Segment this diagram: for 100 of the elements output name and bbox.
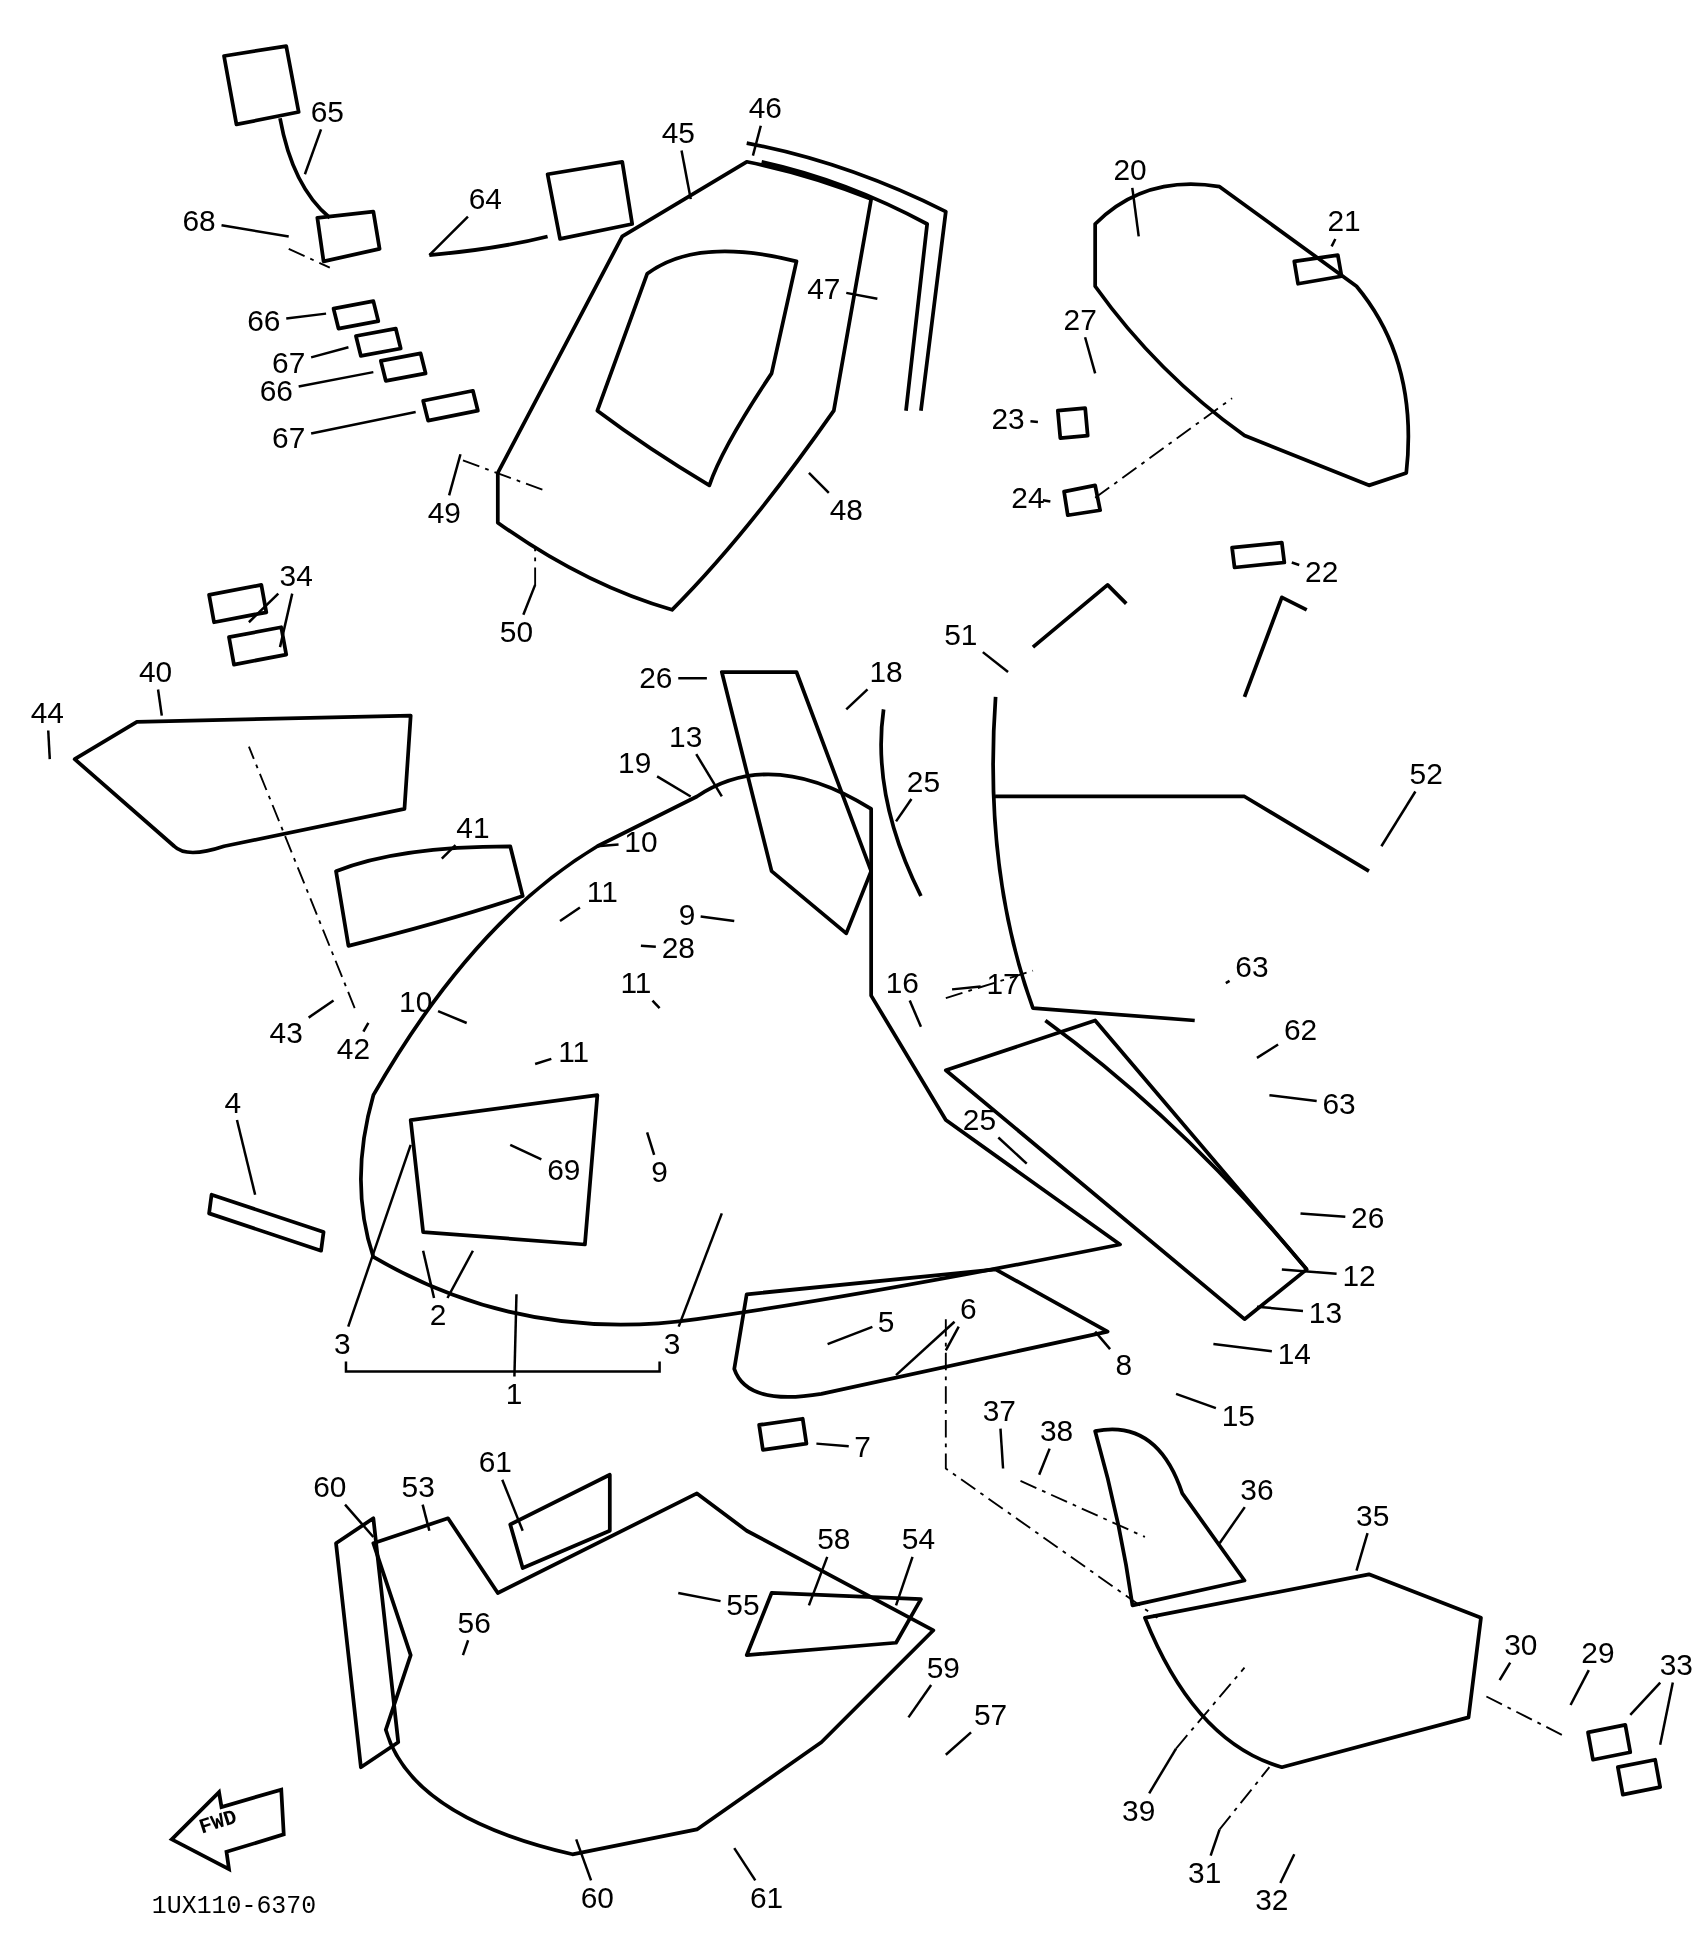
- callout-number: 69: [547, 1154, 581, 1185]
- callout-number: 58: [817, 1524, 851, 1555]
- leader-line: [1569, 1669, 1590, 1706]
- leader-line: [997, 1136, 1028, 1165]
- leader-line: [1148, 1747, 1178, 1794]
- callout-number: 55: [726, 1590, 760, 1621]
- leader-line: [846, 291, 878, 300]
- leader-line: [1380, 790, 1417, 847]
- leader-line: [446, 1250, 474, 1299]
- callout-number: 3: [663, 1329, 681, 1359]
- leader-line: [575, 1838, 593, 1881]
- leader-line: [344, 1503, 375, 1538]
- callout-number: 35: [1356, 1500, 1390, 1531]
- callout-number: 3: [333, 1329, 351, 1359]
- callout-number: 26: [1351, 1203, 1385, 1234]
- leader-line: [437, 1009, 468, 1025]
- leader-line: [951, 985, 981, 991]
- leader-line: [695, 753, 723, 798]
- leader-line: [1256, 1043, 1279, 1059]
- callout-number: 11: [586, 877, 618, 908]
- leader-line: [982, 651, 1009, 673]
- callout-number: 49: [427, 497, 461, 528]
- callout-number: 60: [580, 1882, 614, 1913]
- leader-line: [807, 1556, 829, 1606]
- callout-number: 16: [885, 968, 919, 999]
- callout-number: 5: [877, 1306, 895, 1337]
- callout-number: 63: [1322, 1088, 1356, 1119]
- callout-number: 12: [1342, 1260, 1376, 1291]
- callout-number: 63: [1235, 952, 1269, 982]
- leader-line: [816, 1442, 849, 1448]
- leader-line: [47, 730, 52, 760]
- direction-label: FWD: [196, 1806, 240, 1839]
- leader-line: [235, 1119, 257, 1195]
- callout-number: 4: [224, 1087, 242, 1118]
- leader-line: [1629, 1681, 1662, 1716]
- leader-line: [645, 1132, 656, 1156]
- leader-line: [1269, 1093, 1317, 1103]
- callout-number: 29: [1581, 1637, 1615, 1668]
- leader-line: [1083, 336, 1097, 374]
- leader-line: [678, 677, 707, 680]
- leader-line: [1498, 1662, 1512, 1681]
- callout-number: 57: [974, 1700, 1008, 1730]
- leader-line: [1300, 1212, 1346, 1218]
- leader-line: [894, 1556, 914, 1606]
- callout-number: 2: [429, 1300, 447, 1331]
- leader-line: [733, 1847, 757, 1882]
- callout-number: 45: [661, 118, 695, 149]
- callout-number: 18: [869, 657, 903, 687]
- callout-number: 24: [1011, 482, 1045, 513]
- leader-line: [999, 1428, 1005, 1469]
- leader-line: [640, 944, 656, 949]
- callout-number: 17: [986, 969, 1020, 1000]
- callout-number: 41: [456, 812, 490, 843]
- callout-number: 15: [1221, 1401, 1255, 1432]
- leader-line: [286, 312, 327, 320]
- leader-line: [1355, 1532, 1369, 1571]
- leader-line: [310, 410, 416, 435]
- leader-line: [421, 1504, 431, 1532]
- callout-number: 51: [944, 619, 978, 650]
- leader-line: [156, 689, 164, 716]
- callout-number: 54: [901, 1524, 936, 1555]
- callout-number: 61: [750, 1882, 784, 1913]
- leader-line: [677, 1212, 723, 1328]
- leader-line: [1330, 238, 1337, 247]
- callout-number: 42: [336, 1034, 371, 1065]
- leader-line: [827, 1325, 873, 1346]
- callout-number: 50: [499, 617, 534, 648]
- leader-line: [895, 1320, 956, 1377]
- leader-line: [347, 1144, 412, 1328]
- leader-line: [440, 844, 457, 860]
- leader-line: [428, 215, 469, 256]
- leader-line: [447, 453, 462, 496]
- leader-line: [534, 1057, 552, 1066]
- callout-number: 61: [478, 1447, 512, 1478]
- leader-line: [522, 584, 537, 616]
- callout-number: 64: [468, 184, 502, 215]
- leader-line: [1256, 1305, 1304, 1313]
- callout-number: 66: [247, 306, 281, 336]
- callout-number: 62: [1283, 1015, 1318, 1046]
- leader-line: [1209, 1829, 1221, 1856]
- callout-number: 1: [505, 1378, 523, 1409]
- callout-number: 44: [30, 698, 64, 729]
- callout-number: 30: [1504, 1630, 1538, 1661]
- leader-line: [945, 1731, 972, 1756]
- leader-line: [651, 999, 661, 1009]
- callout-number: 68: [182, 206, 216, 237]
- callout-number: 37: [982, 1396, 1016, 1427]
- leader-line: [1279, 1853, 1296, 1884]
- callout-number: 6: [959, 1294, 977, 1325]
- leader-line: [501, 1479, 524, 1532]
- leader-line: [1131, 187, 1140, 237]
- leader-line: [362, 1022, 370, 1033]
- callout-number: 56: [457, 1607, 491, 1638]
- callout-number: 23: [991, 404, 1025, 435]
- leader-line: [461, 1639, 470, 1656]
- leader-line: [221, 224, 289, 238]
- callout-number: 9: [651, 1157, 668, 1188]
- callout-number: 60: [313, 1472, 347, 1503]
- leader-line: [1658, 1682, 1675, 1746]
- callout-number: 67: [272, 423, 306, 453]
